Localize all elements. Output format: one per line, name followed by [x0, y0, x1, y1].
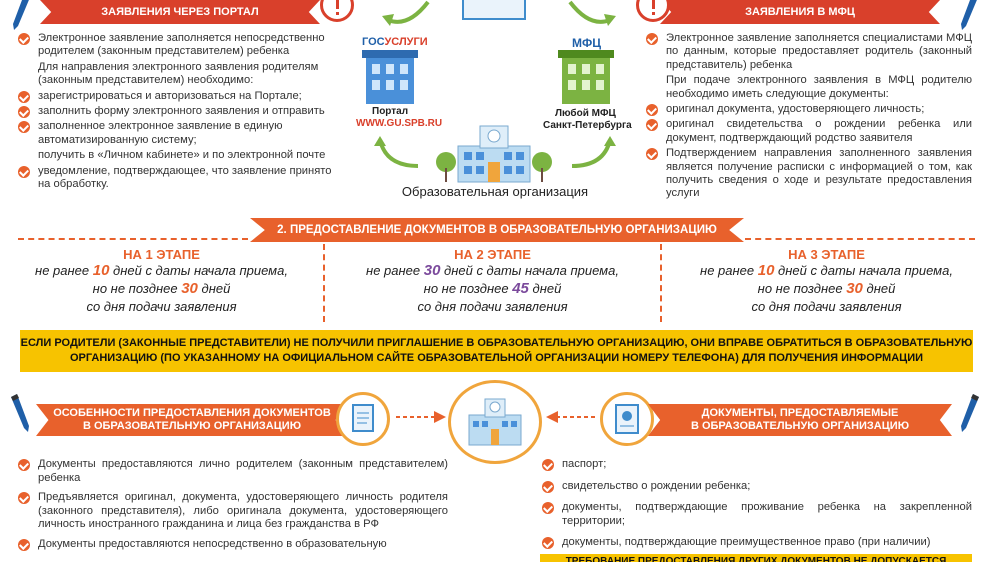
ribbon-line: Особенности предоставления документов — [53, 407, 331, 419]
list-item: Документы предоставляются непосредственн… — [16, 538, 448, 552]
ribbon-portal: Заявления через портал — [40, 0, 320, 24]
stage-1: НА 1 ЭТАПЕ не ранее 10 дней с даты начал… — [0, 247, 323, 316]
list-item: получить в «Личном кабинете» и по электр… — [38, 149, 326, 162]
section-divider-left — [18, 238, 248, 240]
mfc-list: Электронное заявление заполняется специа… — [644, 32, 972, 203]
check-icon — [18, 33, 30, 45]
check-icon — [18, 121, 30, 134]
stage-text: не ранее 10 дней с даты начала приема, н… — [700, 262, 953, 314]
list-item: При подаче электронного заявления в МФЦ … — [666, 74, 972, 100]
pen-icon — [10, 394, 32, 434]
portal-label: Портал — [372, 106, 409, 117]
requirement-bar-label: ТРЕБОВАНИЕ ПРЕДОСТАВЛЕНИЯ ДРУГИХ ДОКУМЕН… — [565, 555, 947, 562]
list-item: Для направления электронного заявления р… — [38, 60, 319, 87]
section2-title: 2. Предоставление документов в образоват… — [250, 218, 744, 242]
notice-line1: ЕСЛИ РОДИТЕЛИ (ЗАКОННЫЕ ПРЕДСТАВИТЕЛИ) Н… — [20, 337, 973, 349]
stage-text: не ранее 30 дней с даты начала приема, н… — [366, 262, 619, 314]
list-item: оригинал свидетельства о рождении ребенк… — [644, 118, 972, 145]
check-icon — [542, 459, 554, 471]
portal-url[interactable]: WWW.GU.SPB.RU — [356, 118, 443, 129]
stage-divider — [660, 244, 662, 322]
list-item: свидетельство о рождении ребенка; — [540, 480, 972, 494]
ribbon-line: Документы, предоставляемые — [701, 407, 899, 419]
stage-divider — [323, 244, 325, 322]
org-label: Образовательная организация — [401, 184, 589, 199]
section2-title-label: 2. Предоставление документов в образоват… — [277, 223, 717, 236]
list-item: заполнить форму электронного заявления и… — [16, 105, 336, 119]
check-icon — [18, 90, 30, 103]
mfc-line1: Любой МФЦ — [555, 108, 616, 119]
check-icon — [542, 537, 554, 550]
exclamation-icon — [320, 0, 354, 22]
passport-circle-icon — [600, 392, 654, 446]
portal-list: Электронное заявление заполняется непоср… — [16, 32, 336, 193]
arrow-right-up-icon — [374, 136, 419, 168]
list-item: Электронное заявление заполняется специа… — [644, 32, 972, 72]
notice-line2: ОРГАНИЗАЦИЮ (ПО УКАЗАННОМУ НА ОФИЦИАЛЬНО… — [69, 352, 924, 364]
list-item: документы, подтверждающие преимущественн… — [540, 536, 972, 550]
gos-prefix: ГОС — [362, 36, 385, 48]
section-divider-right — [745, 238, 975, 240]
arrow-left-down-icon — [382, 0, 430, 26]
list-item: Электронное заявление заполняется непоср… — [16, 32, 336, 59]
list-item: паспорт; — [540, 458, 972, 472]
ribbon-mfc-label: заявления в МФЦ — [745, 5, 855, 18]
requirement-bar: ТРЕБОВАНИЕ ПРЕДОСТАВЛЕНИЯ ДРУГИХ ДОКУМЕН… — [540, 554, 972, 562]
list-item: заполненное электронное заявление в един… — [16, 120, 336, 147]
list-item: уведомление, подтверждающее, что заявлен… — [16, 165, 336, 192]
list-item: Подтверждением направления заполненного … — [644, 147, 972, 201]
mfc-label: МФЦ — [572, 36, 602, 50]
ribbon-docs-list: Документы, предоставляемые в образовател… — [648, 404, 952, 436]
check-icon — [18, 165, 30, 178]
stage-3: НА 3 ЭТАПЕ не ранее 10 дней с даты начал… — [662, 247, 991, 316]
list-item: документы, подтверждающие проживание реб… — [540, 501, 972, 528]
ribbon-mfc: заявления в МФЦ — [660, 0, 940, 24]
arrow-left-up-icon — [571, 136, 616, 168]
check-icon — [542, 502, 554, 515]
list-item: Предъявляется оригинал, документа, удост… — [16, 491, 448, 532]
check-icon — [646, 119, 658, 132]
mfc-line2: Санкт-Петербурга — [543, 120, 632, 131]
stage-title: НА 1 ЭТАПЕ — [123, 247, 200, 262]
stage-title: НА 2 ЭТАПЕ — [454, 247, 531, 262]
stage-text: не ранее 10 дней с даты начала приема, н… — [35, 262, 288, 314]
notice-bar: ЕСЛИ РОДИТЕЛИ (ЗАКОННЫЕ ПРЕДСТАВИТЕЛИ) Н… — [20, 330, 973, 372]
ribbon-line: в образовательную организацию — [690, 420, 910, 432]
arrow-right-icon — [396, 411, 446, 423]
list-item: Документы предоставляются лично родителе… — [16, 458, 448, 485]
exclamation-icon — [636, 0, 670, 22]
document-icon — [462, 0, 526, 20]
school-building-icon — [436, 125, 552, 183]
ribbon-line: в образовательную организацию — [82, 420, 302, 432]
portal-building-icon — [362, 50, 418, 104]
gos-suffix: УСЛУГИ — [384, 36, 428, 48]
check-icon — [646, 104, 658, 117]
arrow-left-icon — [546, 411, 596, 423]
docs-features-list: Документы предоставляются лично родителе… — [16, 458, 448, 554]
pen-icon — [958, 0, 980, 32]
gosuslugi-logo: ГОСУСЛУГИ — [362, 36, 428, 48]
check-icon — [646, 33, 658, 45]
ribbon-portal-label: Заявления через портал — [101, 5, 259, 18]
stage-2: НА 2 ЭТАПЕ не ранее 30 дней с даты начал… — [325, 247, 660, 316]
list-item: оригинал документа, удостоверяющего личн… — [644, 103, 972, 117]
check-icon — [542, 480, 554, 493]
docs-list: паспорт; свидетельство о рождении ребенк… — [540, 458, 972, 552]
mfc-building-icon — [558, 50, 614, 104]
check-icon — [646, 148, 658, 161]
ribbon-docs-features: Особенности предоставления документов в … — [36, 404, 348, 436]
check-icon — [18, 538, 30, 551]
check-icon — [18, 459, 30, 471]
document-circle-icon — [336, 392, 390, 446]
school-circle-icon — [448, 380, 542, 464]
stage-title: НА 3 ЭТАПЕ — [788, 247, 865, 262]
pen-icon — [10, 0, 32, 32]
pen-icon — [958, 394, 980, 434]
check-icon — [18, 492, 30, 505]
check-icon — [18, 106, 30, 119]
arrow-right-down-icon — [568, 0, 616, 26]
list-item: зарегистрироваться и авторизоваться на П… — [16, 90, 336, 103]
